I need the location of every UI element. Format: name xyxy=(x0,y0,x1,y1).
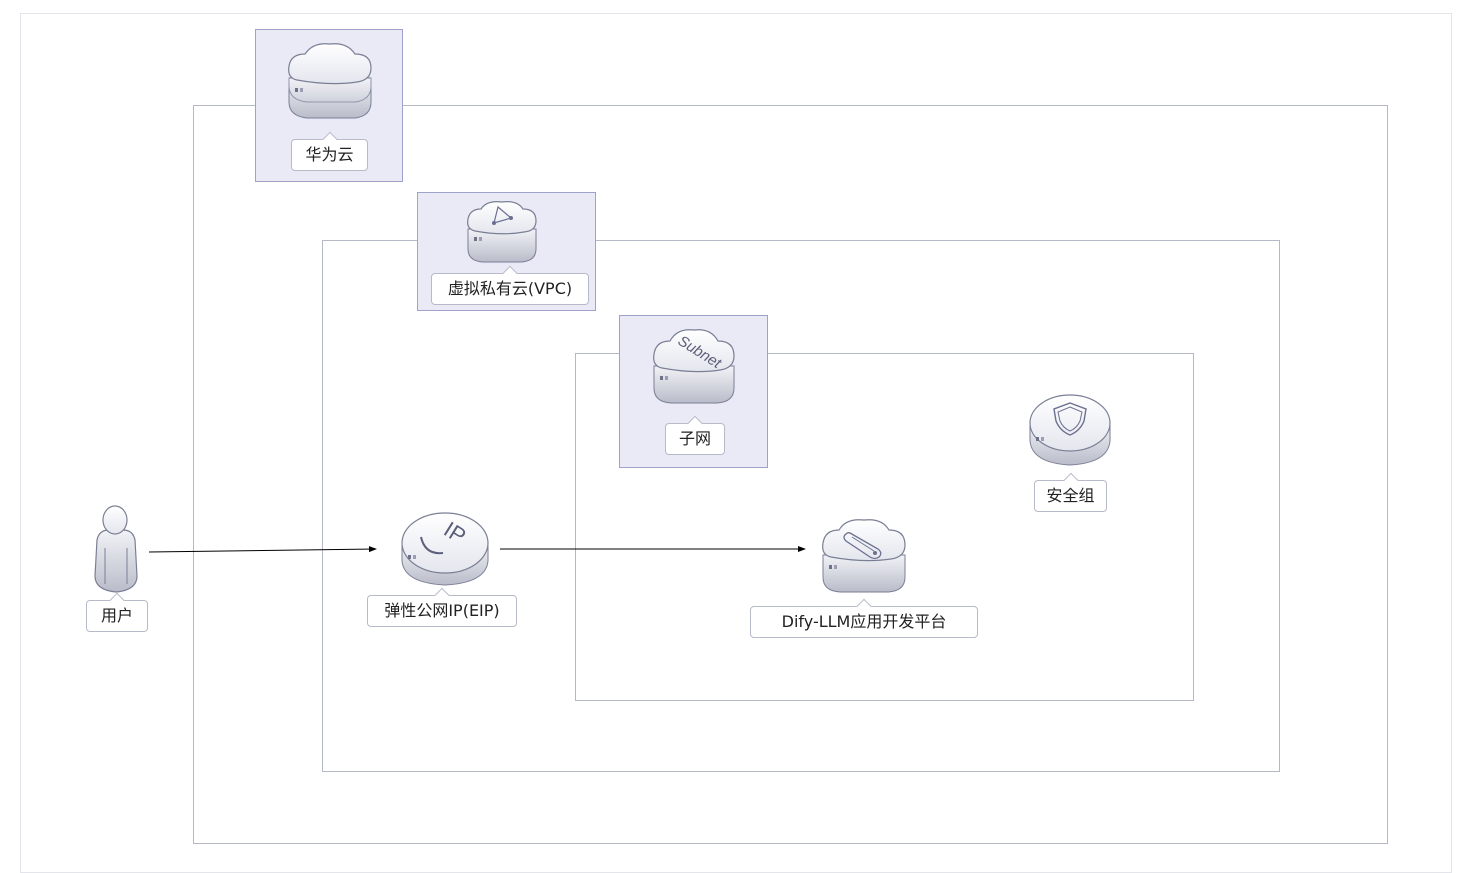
vpc-container xyxy=(322,240,1280,772)
vpc-label: 虚拟私有云(VPC) xyxy=(431,273,589,305)
user-icon xyxy=(94,505,138,593)
huawei-cloud-badge: 华为云 xyxy=(255,29,403,182)
user-label: 用户 xyxy=(86,600,148,632)
security-group-label: 安全组 xyxy=(1034,480,1107,512)
vpc-cloud-icon xyxy=(467,201,537,263)
eip-icon: IP xyxy=(401,512,489,586)
huawei-cloud-container xyxy=(193,105,1388,844)
subnet-container xyxy=(575,353,1194,701)
subnet-label: 子网 xyxy=(665,423,725,455)
cloud-server-icon xyxy=(288,43,372,119)
dify-label: Dify-LLM应用开发平台 xyxy=(750,606,978,638)
shield-icon xyxy=(1029,394,1111,466)
eip-label: 弹性公网IP(EIP) xyxy=(367,595,517,627)
edge-user-to-eip xyxy=(148,546,377,553)
subnet-cloud-icon: Subnet xyxy=(653,329,735,404)
huawei-cloud-label: 华为云 xyxy=(291,139,368,171)
vpc-badge: 虚拟私有云(VPC) xyxy=(417,192,596,311)
app-cloud-icon xyxy=(822,519,906,593)
subnet-badge: Subnet 子网 xyxy=(619,315,768,468)
